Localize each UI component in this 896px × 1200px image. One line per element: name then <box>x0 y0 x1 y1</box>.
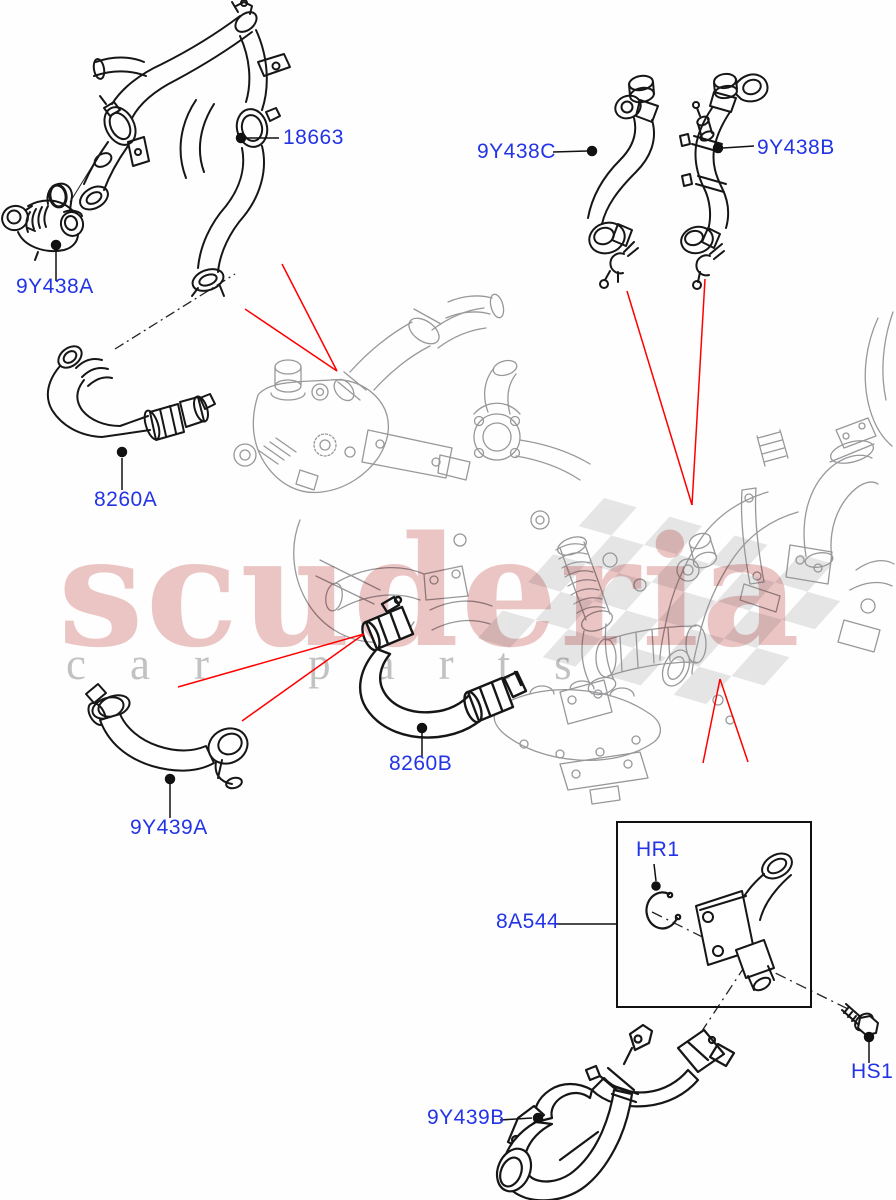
part-label-9y438b[interactable]: 9Y438B <box>757 136 835 159</box>
leader-lines <box>50 132 875 1124</box>
part-hr1-clip-drawing <box>645 891 682 930</box>
part-label-9y438c[interactable]: 9Y438C <box>477 140 556 163</box>
part-9y438b-drawing <box>679 72 769 290</box>
part-9y439a-drawing <box>85 683 249 790</box>
part-label-8260a[interactable]: 8260A <box>94 488 158 511</box>
part-label-8a544[interactable]: 8A544 <box>496 910 560 933</box>
part-label-9y439a[interactable]: 9Y439A <box>130 816 208 839</box>
part-hs1-bolt-drawing <box>841 1003 879 1036</box>
engine-illustration <box>233 293 895 805</box>
inset-box-8a544 <box>616 821 812 1008</box>
part-label-9y439b[interactable]: 9Y439B <box>427 1106 505 1129</box>
part-18663-assembly-drawing <box>79 0 291 297</box>
part-9y439b-drawing <box>495 1023 736 1200</box>
part-9y438a-drawing <box>1 182 85 261</box>
part-9y438c-drawing <box>587 74 659 289</box>
part-8a544-drawing <box>695 852 793 992</box>
part-label-8260b[interactable]: 8260B <box>389 752 453 775</box>
part-label-9y438a[interactable]: 9Y438A <box>16 275 94 298</box>
part-label-hr1[interactable]: HR1 <box>636 838 680 861</box>
red-pointer-lines <box>177 263 749 764</box>
part-label-18663[interactable]: 18663 <box>283 126 344 149</box>
part-8260a-drawing <box>46 345 216 441</box>
part-label-hs1[interactable]: HS1 <box>851 1060 894 1083</box>
part-8260b-drawing <box>358 595 528 739</box>
